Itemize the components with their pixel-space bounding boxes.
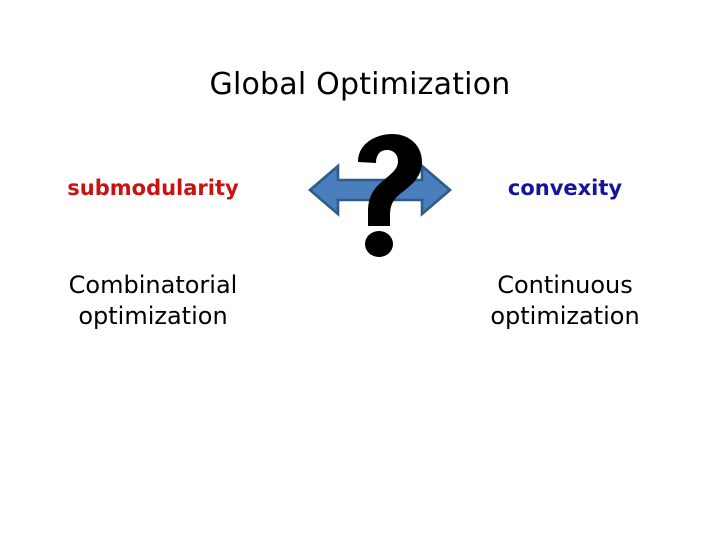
domain-caption-line-1: Combinatorial [68, 271, 238, 299]
domain-caption-combinatorial: Combinatorial optimization [23, 270, 283, 332]
question-mark-dot [365, 231, 393, 257]
domain-caption-line-2: optimization [490, 302, 640, 330]
domain-caption-continuous: Continuous optimization [435, 270, 695, 332]
concept-label-submodularity: submodularity [67, 176, 239, 200]
bidirectional-arrow-question-icon [300, 132, 460, 262]
domain-caption-line-1: Continuous [497, 271, 633, 299]
domain-caption-line-2: optimization [78, 302, 228, 330]
question-mark-icon [358, 134, 422, 257]
concept-label-convexity: convexity [507, 176, 623, 200]
page-title: Global Optimization [209, 67, 511, 102]
